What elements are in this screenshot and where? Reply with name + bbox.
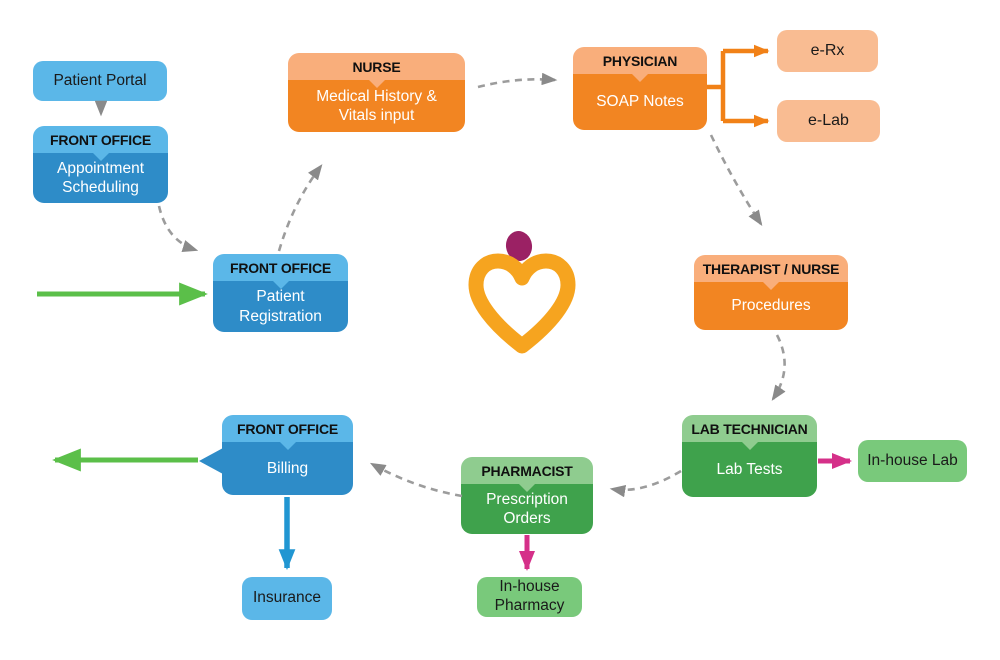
role-header: FRONT OFFICE <box>222 415 353 442</box>
node-therapist-nurse: THERAPIST / NURSE Procedures <box>694 255 848 330</box>
role-header: FRONT OFFICE <box>33 126 168 153</box>
role-header: THERAPIST / NURSE <box>694 255 848 282</box>
role-header: FRONT OFFICE <box>213 254 348 281</box>
node-label: SOAP Notes <box>573 74 707 130</box>
node-front-office-registration: FRONT OFFICE Patient Registration <box>213 254 348 332</box>
node-label: Insurance <box>252 589 322 607</box>
node-label: Lab Tests <box>682 442 817 497</box>
role-header: NURSE <box>288 53 465 80</box>
node-label: e-Lab <box>808 112 849 130</box>
node-patient-portal: Patient Portal <box>33 61 167 101</box>
node-label: Billing <box>222 442 353 495</box>
node-in-house-pharmacy: In-house Pharmacy <box>477 577 582 617</box>
node-lab-technician: LAB TECHNICIAN Lab Tests <box>682 415 817 497</box>
node-in-house-lab: In-house Lab <box>858 440 967 482</box>
node-physician: PHYSICIAN SOAP Notes <box>573 47 707 130</box>
arrow-scheduling-to-registration <box>157 205 199 253</box>
node-label: Prescription Orders <box>461 484 593 534</box>
node-label: Patient Registration <box>213 281 348 332</box>
arrow-therapist-to-labtech <box>771 334 786 401</box>
node-pharmacist: PHARMACIST Prescription Orders <box>461 457 593 534</box>
node-front-office-scheduling: FRONT OFFICE Appointment Scheduling <box>33 126 168 203</box>
node-label: Patient Portal <box>53 71 147 89</box>
node-label: Medical History & Vitals input <box>288 80 465 132</box>
arrow-pharmacist-to-billing <box>369 462 463 498</box>
role-header: PHARMACIST <box>461 457 593 484</box>
node-e-rx: e-Rx <box>777 30 878 72</box>
heart-outline-icon <box>468 253 576 354</box>
role-header: LAB TECHNICIAN <box>682 415 817 442</box>
node-e-lab: e-Lab <box>777 100 880 142</box>
arrow-registration-to-nurse <box>277 164 323 252</box>
node-front-office-billing: FRONT OFFICE Billing <box>199 415 353 495</box>
arrow-labtech-to-pharmacist <box>609 469 682 498</box>
arrow-physician-to-therapist <box>709 134 763 226</box>
node-label: Procedures <box>694 282 848 330</box>
node-nurse: NURSE Medical History & Vitals input <box>288 53 465 132</box>
heart-person-logo <box>468 231 576 354</box>
node-label: e-Rx <box>810 42 845 60</box>
arrow-nurse-to-physician <box>477 72 558 89</box>
node-label: In-house Pharmacy <box>494 578 565 614</box>
logo-person-head <box>505 231 533 261</box>
physician-branch-line <box>707 51 726 121</box>
node-label: Appointment Scheduling <box>33 153 168 203</box>
node-insurance: Insurance <box>242 577 332 620</box>
node-label: In-house Lab <box>867 451 958 469</box>
role-header: PHYSICIAN <box>573 47 707 74</box>
